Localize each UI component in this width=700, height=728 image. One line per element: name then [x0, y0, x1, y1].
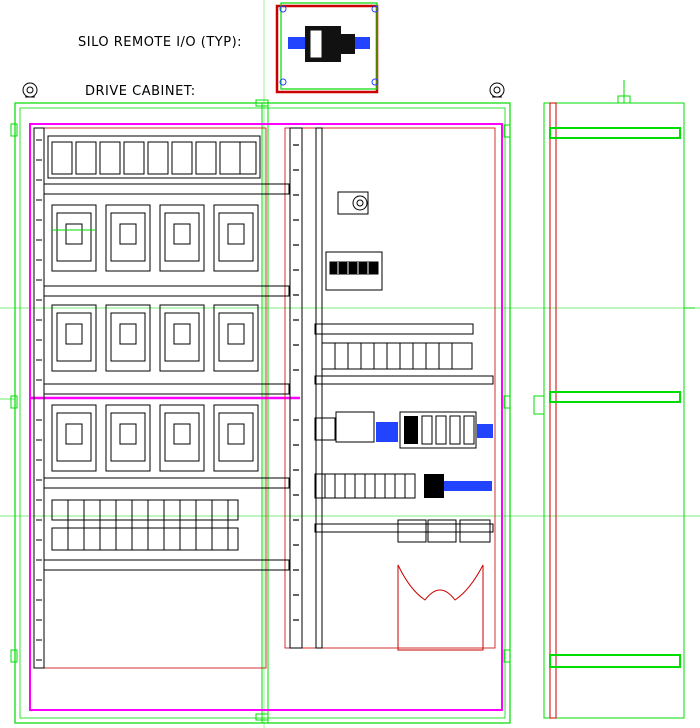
selector-switch-icon — [337, 191, 369, 215]
terminal-block-icon — [314, 323, 494, 385]
enclosure-side-view — [533, 80, 695, 719]
variable-frequency-drive-icon — [51, 404, 97, 472]
variable-frequency-drive-icon — [159, 404, 205, 472]
variable-frequency-drive-icon — [51, 204, 97, 272]
variable-frequency-drive-icon — [105, 304, 151, 372]
hinge-marks — [503, 124, 511, 663]
breaker-row-top — [47, 135, 261, 179]
silo-remote-io-detail — [275, 2, 379, 94]
terminal-rail — [43, 183, 290, 571]
vfd-drive-grid — [51, 204, 259, 472]
variable-frequency-drive-icon — [159, 304, 205, 372]
power-supply-icon — [314, 519, 494, 543]
terminal-block-icon — [314, 473, 492, 499]
variable-frequency-drive-icon — [159, 204, 205, 272]
variable-frequency-drive-icon — [213, 304, 259, 372]
cable-outline — [397, 564, 484, 651]
back-panel — [29, 123, 503, 711]
main-disconnect — [325, 251, 383, 291]
plc-module-icon — [314, 411, 493, 449]
wire-duct-center — [289, 127, 323, 649]
variable-frequency-drive-icon — [213, 404, 259, 472]
variable-frequency-drive-icon — [51, 304, 97, 372]
variable-frequency-drive-icon — [213, 204, 259, 272]
wire-duct-left — [33, 127, 45, 669]
circuit-breaker-icon — [51, 499, 239, 551]
silo-remote-io-label: SILO REMOTE I/O (TYP): — [78, 35, 242, 50]
variable-frequency-drive-icon — [105, 404, 151, 472]
drive-cabinet-label: DRIVE CABINET: — [85, 84, 196, 99]
lifting-eye-icon — [489, 82, 505, 98]
lifting-eye-icon — [22, 82, 38, 98]
variable-frequency-drive-icon — [105, 204, 151, 272]
